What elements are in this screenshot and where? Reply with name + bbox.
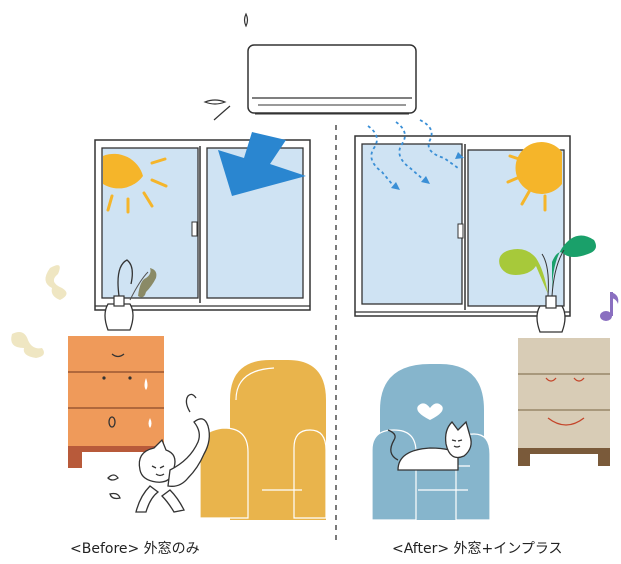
- sun-icon: [103, 153, 168, 214]
- water-drop-icons: [203, 12, 249, 121]
- caption-after: <After> 外窓+インプラス: [392, 541, 563, 557]
- healthy-plant: [499, 235, 596, 297]
- sofa-before: [199, 360, 327, 520]
- sofa-after: [371, 364, 491, 521]
- warm-airflow-arrow-icon: [367, 119, 459, 185]
- arrowheads: [391, 152, 464, 190]
- cold-draft-arrow-icon: [218, 132, 306, 196]
- cat-icon: [107, 393, 210, 513]
- heart-icon: [417, 403, 443, 420]
- caption-before: <Before> 外窓のみ: [70, 541, 200, 557]
- sun-icon: [506, 142, 562, 212]
- air-conditioner-icon: [247, 44, 417, 115]
- flower-vase-icon: [536, 295, 566, 333]
- smell-wisps: [11, 265, 67, 358]
- chest-after: [518, 338, 610, 466]
- music-note-icon: [600, 292, 619, 321]
- flower-vase-icon: [104, 259, 134, 331]
- wilted-plant: [129, 268, 157, 301]
- cat-icon: [387, 420, 472, 471]
- chest-before: [68, 336, 164, 468]
